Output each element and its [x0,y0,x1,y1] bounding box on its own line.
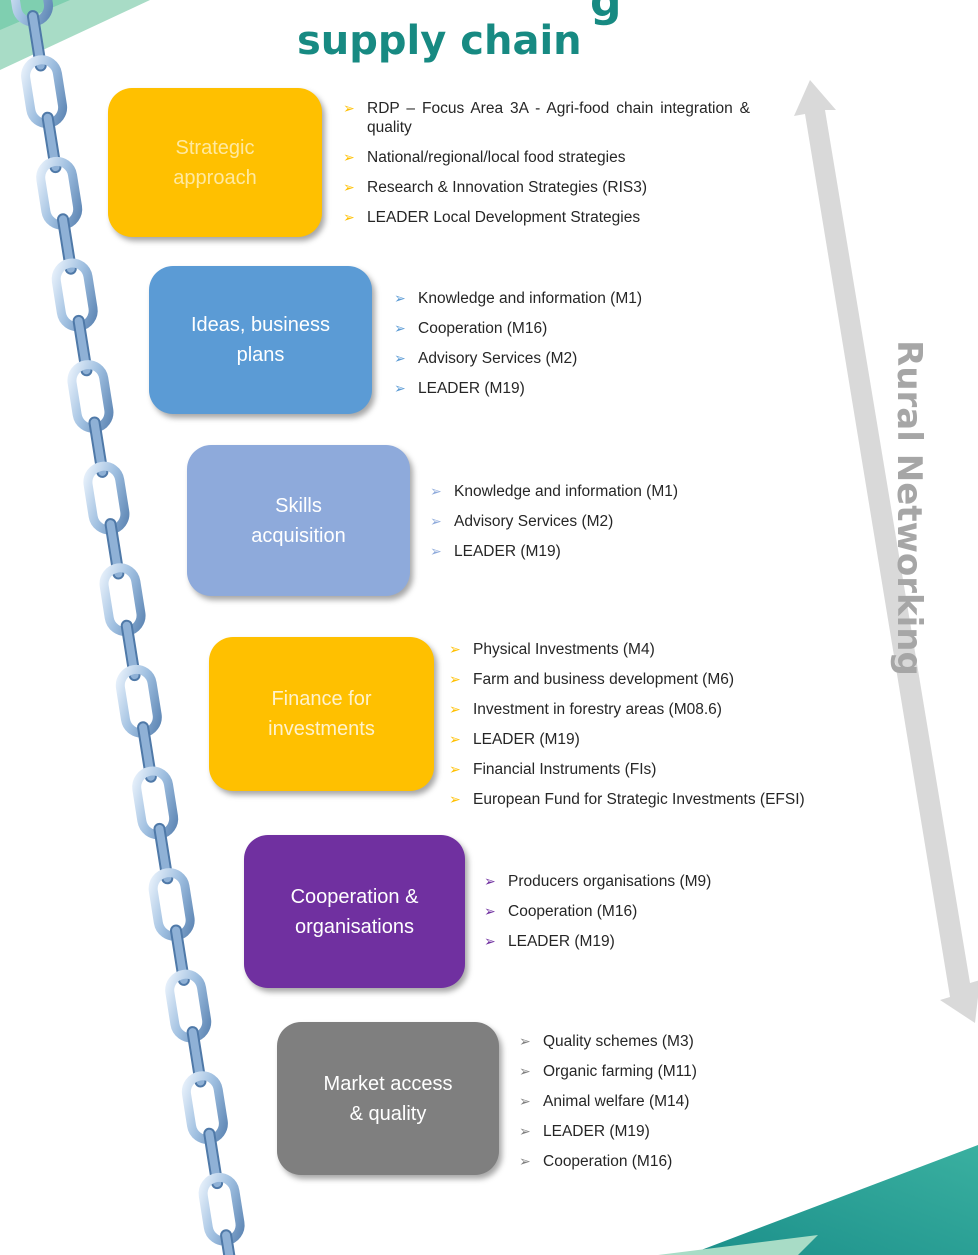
arrow-bullet-icon: ➢ [519,1153,531,1169]
arrow-bullet-icon: ➢ [430,543,442,559]
stage-label: Finance for investments [268,688,375,740]
list-item: ➢Producers organisations (M9) [484,873,712,890]
arrow-bullet-icon: ➢ [449,731,461,747]
stage-label: Skills acquisition [251,494,346,547]
stage-cooperation-organisations: Cooperation & organisations [244,835,465,988]
list-item: ➢Research & Innovation Strategies (RIS3) [343,179,647,196]
measure-list-strategic: ➢RDP – Focus Area 3A - Agri-food chain i… [343,99,750,238]
arrow-bullet-icon: ➢ [449,701,461,717]
list-item: ➢Cooperation (M16) [394,320,548,337]
measure-list-skills: ➢Knowledge and information (M1) ➢Advisor… [430,482,770,572]
list-item: ➢Knowledge and information (M1) [430,483,679,500]
list-item: ➢Advisory Services (M2) [394,350,578,367]
stage-label: Ideas, business plans [191,314,330,366]
stage-label: Cooperation & organisations [290,885,419,938]
list-item: ➢National/regional/local food strategies [343,149,626,166]
arrow-bullet-icon: ➢ [449,641,461,657]
list-item: ➢European Fund for Strategic Investments… [449,791,805,808]
arrow-bullet-icon: ➢ [343,100,355,116]
arrow-bullet-icon: ➢ [449,791,461,807]
arrow-bullet-icon: ➢ [519,1093,531,1109]
list-item: ➢LEADER (M19) [484,933,615,950]
arrow-bullet-icon: ➢ [430,513,442,529]
arrow-bullet-icon: ➢ [430,483,442,499]
list-item: ➢Organic farming (M11) [519,1063,697,1080]
list-item: ➢Cooperation (M16) [519,1153,673,1170]
measure-list-finance: ➢Physical Investments (M4) ➢Farm and bus… [449,640,869,820]
list-item: ➢LEADER Local Development Strategies [343,209,641,226]
arrow-bullet-icon: ➢ [394,350,406,366]
list-item: ➢Quality schemes (M3) [519,1033,694,1050]
list-item: ➢LEADER (M19) [449,731,580,748]
chain-illustration [6,0,245,1255]
arrow-bullet-icon: ➢ [394,380,406,396]
measure-list-market: ➢Quality schemes (M3) ➢Organic farming (… [519,1032,859,1182]
double-arrow-icon [794,80,978,1023]
title-fragment: g [590,0,622,27]
rural-networking-label: Rural Networking [889,340,929,676]
arrow-bullet-icon: ➢ [449,761,461,777]
list-item: ➢LEADER (M19) [519,1123,650,1140]
arrow-bullet-icon: ➢ [484,903,496,919]
list-item: ➢Physical Investments (M4) [449,641,655,658]
stage-finance-investments: Finance for investments [209,637,434,791]
arrow-bullet-icon: ➢ [449,671,461,687]
arrow-bullet-icon: ➢ [343,149,355,165]
list-item: ➢Investment in forestry areas (M08.6) [449,701,722,718]
list-item: ➢Cooperation (M16) [484,903,638,920]
list-item: ➢Farm and business development (M6) [449,671,735,688]
list-item: ➢LEADER (M19) [430,543,561,560]
list-item: ➢Knowledge and information (M1) [394,290,643,307]
corner-decoration-bottom-right [658,1145,978,1255]
stage-skills-acquisition: Skills acquisition [187,445,410,596]
stage-label: Market access & quality [323,1072,453,1125]
arrow-bullet-icon: ➢ [394,320,406,336]
stage-strategic-approach: Strategic approach [108,88,322,237]
arrow-bullet-icon: ➢ [519,1063,531,1079]
chain-link [220,1229,240,1255]
arrow-bullet-icon: ➢ [519,1033,531,1049]
list-item: ➢Animal welfare (M14) [519,1093,690,1110]
arrow-bullet-icon: ➢ [519,1123,531,1139]
arrow-shape [794,80,978,1023]
list-item: ➢RDP – Focus Area 3A - Agri-food chain i… [343,100,750,136]
stage-label: Strategic approach [173,136,257,189]
list-item: ➢Advisory Services (M2) [430,513,614,530]
measure-list-cooperation: ➢Producers organisations (M9) ➢Cooperati… [484,872,824,962]
arrow-bullet-icon: ➢ [394,290,406,306]
stage-market-access-quality: Market access & quality [277,1022,499,1175]
arrow-bullet-icon: ➢ [484,933,496,949]
arrow-bullet-icon: ➢ [343,209,355,225]
arrow-bullet-icon: ➢ [343,179,355,195]
stage-ideas-business-plans: Ideas, business plans [149,266,372,414]
measure-list-ideas: ➢Knowledge and information (M1) ➢Coopera… [394,289,734,409]
list-item: ➢Financial Instruments (FIs) [449,761,657,778]
page-title: supply chain [297,18,582,64]
arrow-bullet-icon: ➢ [484,873,496,889]
list-item: ➢LEADER (M19) [394,380,525,397]
